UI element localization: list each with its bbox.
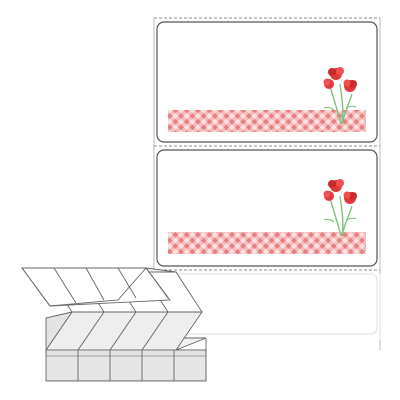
stack-lifted-page	[21, 267, 171, 307]
gingham-strip	[168, 110, 366, 132]
fanfold-stack-icon	[21, 267, 207, 382]
gingham-strip	[168, 232, 366, 254]
label-2	[156, 149, 378, 267]
perforation-lines	[154, 17, 380, 271]
stack-top-page	[45, 311, 203, 352]
label-1	[156, 21, 378, 143]
